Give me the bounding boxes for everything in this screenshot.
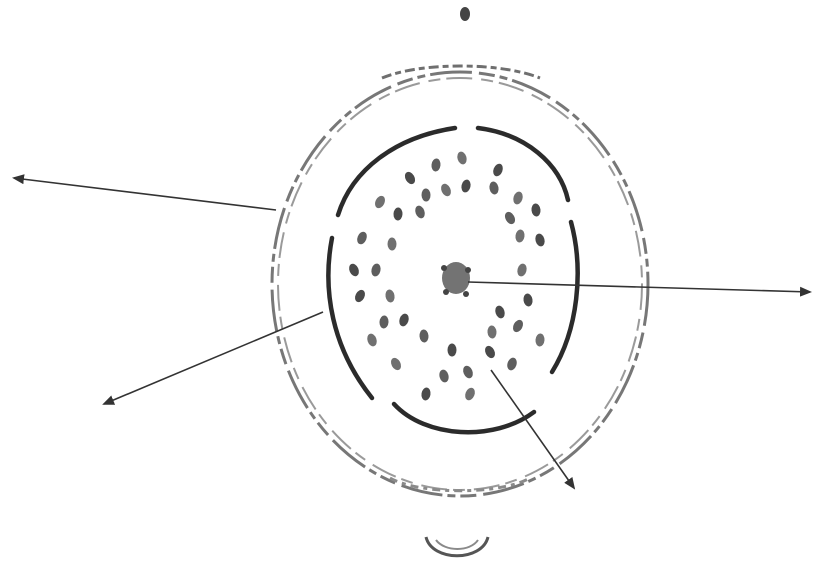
dot-19: [347, 262, 361, 278]
dot-5: [421, 188, 430, 201]
dot-33: [516, 263, 528, 278]
inner-ring-arc-top-left: [338, 128, 455, 215]
center-mark: [441, 262, 471, 297]
dot-27: [389, 356, 403, 372]
dot-29: [438, 369, 450, 384]
dot-35: [511, 318, 525, 334]
dot-8: [488, 181, 499, 195]
dot-20: [370, 263, 382, 278]
inner-ring-arc-bottom: [394, 404, 534, 432]
dot-10: [393, 207, 403, 220]
dot-11: [414, 204, 427, 219]
dot-9: [373, 194, 387, 210]
dot-15: [515, 229, 526, 243]
center-speck-1: [441, 265, 447, 271]
top-dot: [460, 7, 470, 21]
dot-34: [523, 293, 534, 307]
bottom-cup: [426, 537, 488, 556]
dot-25: [398, 312, 411, 327]
center-speck-4: [463, 291, 469, 297]
dot-37: [494, 304, 507, 319]
dot-38: [506, 356, 519, 371]
dot-7: [460, 179, 472, 194]
dot-28: [421, 387, 432, 401]
inner-ring-arc-left: [328, 238, 372, 398]
dot-1: [403, 170, 417, 186]
arrow-right: [468, 282, 810, 292]
dot-23: [379, 315, 389, 329]
dot-14: [503, 210, 517, 226]
center-speck-3: [443, 289, 449, 295]
center-speck-2: [465, 267, 471, 273]
inner-ring-arc-right: [552, 222, 578, 372]
dot-2: [431, 158, 442, 172]
dot-3: [456, 151, 468, 166]
dot-30: [463, 386, 476, 401]
dot-26: [419, 329, 429, 343]
dot-31: [448, 344, 457, 357]
dot-32: [461, 364, 474, 379]
dot-6: [439, 182, 453, 198]
dot-40: [483, 344, 497, 360]
dot-4: [491, 162, 504, 177]
dot-13: [531, 203, 541, 217]
dot-16: [534, 233, 546, 248]
dot-21: [384, 289, 395, 303]
dot-36: [535, 333, 545, 347]
pointer-arrows: [14, 178, 810, 488]
dot-17: [355, 230, 368, 245]
dot-18: [387, 237, 396, 250]
arrow-upper-left: [14, 178, 276, 210]
bottom-cup-inner: [436, 540, 478, 549]
dot-12: [512, 190, 524, 205]
dot-24: [366, 332, 379, 347]
dot-22: [353, 288, 367, 304]
dot-39: [487, 325, 497, 339]
